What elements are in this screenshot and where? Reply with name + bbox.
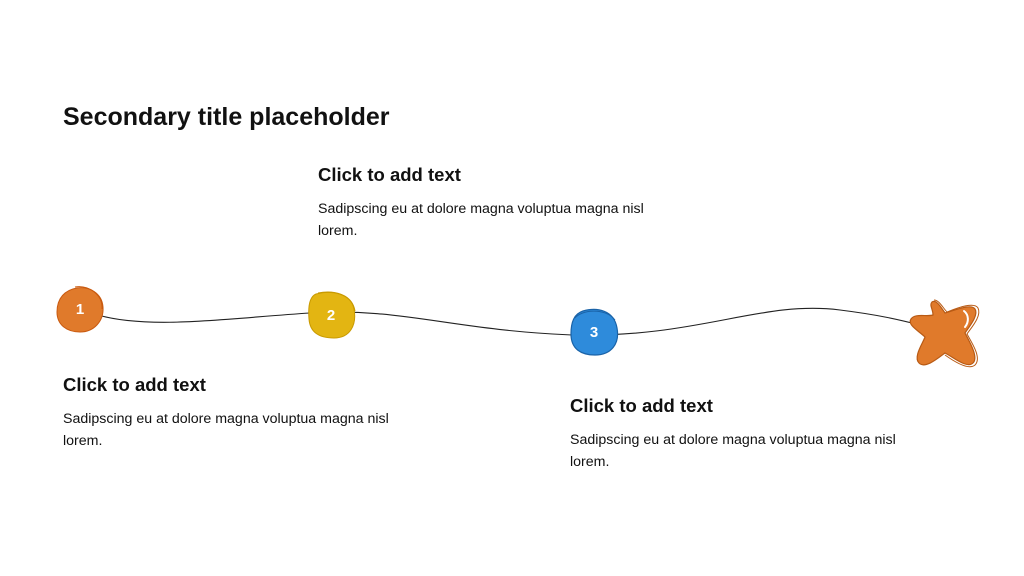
step-2-number: 2 [326,307,336,324]
step-3-text: Click to add text Sadipscing eu at dolor… [570,395,930,473]
step-1-body[interactable]: Sadipscing eu at dolore magna voluptua m… [63,411,389,449]
step-1-marker[interactable]: 1 [55,285,105,335]
step-1-number: 1 [75,301,85,318]
step-1-text: Click to add text Sadipscing eu at dolor… [63,374,423,452]
step-3-body[interactable]: Sadipscing eu at dolore magna voluptua m… [570,432,896,470]
step-2-marker[interactable]: 2 [306,291,356,341]
star-icon[interactable] [905,297,985,373]
step-1-heading[interactable]: Click to add text [63,374,206,395]
slide-title[interactable]: Secondary title placeholder [63,103,390,131]
step-2-body[interactable]: Sadipscing eu at dolore magna voluptua m… [318,201,644,239]
step-2-text: Click to add text Sadipscing eu at dolor… [318,164,678,242]
step-3-number: 3 [589,324,599,341]
step-2-heading[interactable]: Click to add text [318,164,461,185]
step-3-heading[interactable]: Click to add text [570,395,713,416]
step-3-marker[interactable]: 3 [569,308,619,358]
